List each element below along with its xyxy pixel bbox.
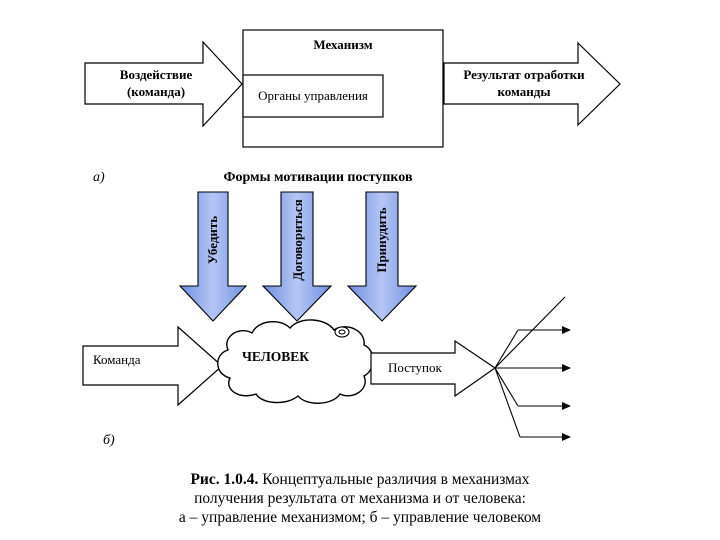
caption-line-2: получения результата от механизма и от ч… [194, 490, 526, 507]
motivation-arrow-persuade [178, 191, 248, 322]
person-label: ЧЕЛОВЕК [242, 349, 309, 364]
controls-label: Органы управления [258, 88, 368, 103]
command-arrow [82, 325, 223, 407]
action-label: Поступок [388, 360, 442, 375]
motivation-label-compel: Принудить [374, 207, 389, 272]
outcome-fan [494, 296, 566, 438]
caption-line-1: Рис. 1.0.4. Концептуальные различия в ме… [100, 470, 620, 489]
outcome-arrowheads [562, 326, 571, 441]
caption-line-3: а – управление механизмом; б – управлени… [178, 509, 542, 526]
diagram-b: Формы мотивации поступков Убедить Догово… [82, 170, 571, 448]
input-label-line2: (команда) [127, 84, 185, 99]
person-cloud [217, 319, 374, 404]
output-arrow [443, 41, 621, 127]
motivation-arrow-negotiate [261, 191, 333, 322]
action-arrow [370, 339, 497, 398]
output-label-line1: Результат отработки [463, 67, 585, 82]
controls-box [242, 74, 384, 118]
input-label-line1: Воздействие [120, 67, 193, 82]
mechanism-label: Механизм [313, 37, 372, 52]
motivation-label-negotiate: Договориться [290, 199, 305, 280]
cloud-puff-small [338, 329, 346, 335]
figure-caption: Рис. 1.0.4. Концептуальные различия в ме… [100, 470, 620, 527]
input-arrow [84, 40, 243, 128]
output-label-line2: команды [497, 84, 550, 99]
command-label: Команда [93, 352, 141, 367]
motivation-title: Формы мотивации поступков [223, 170, 413, 185]
caption-line-1-text: Концептуальные различия в механизмах [258, 471, 530, 488]
motivation-label-persuade: Убедить [205, 216, 220, 264]
marker-b: б) [103, 433, 115, 448]
diagram-a: Механизм Органы управления Воздействие (… [84, 29, 621, 185]
motivation-arrow-compel [346, 191, 418, 322]
marker-a: а) [93, 170, 105, 185]
caption-fig-number: Рис. 1.0.4. [190, 471, 259, 488]
